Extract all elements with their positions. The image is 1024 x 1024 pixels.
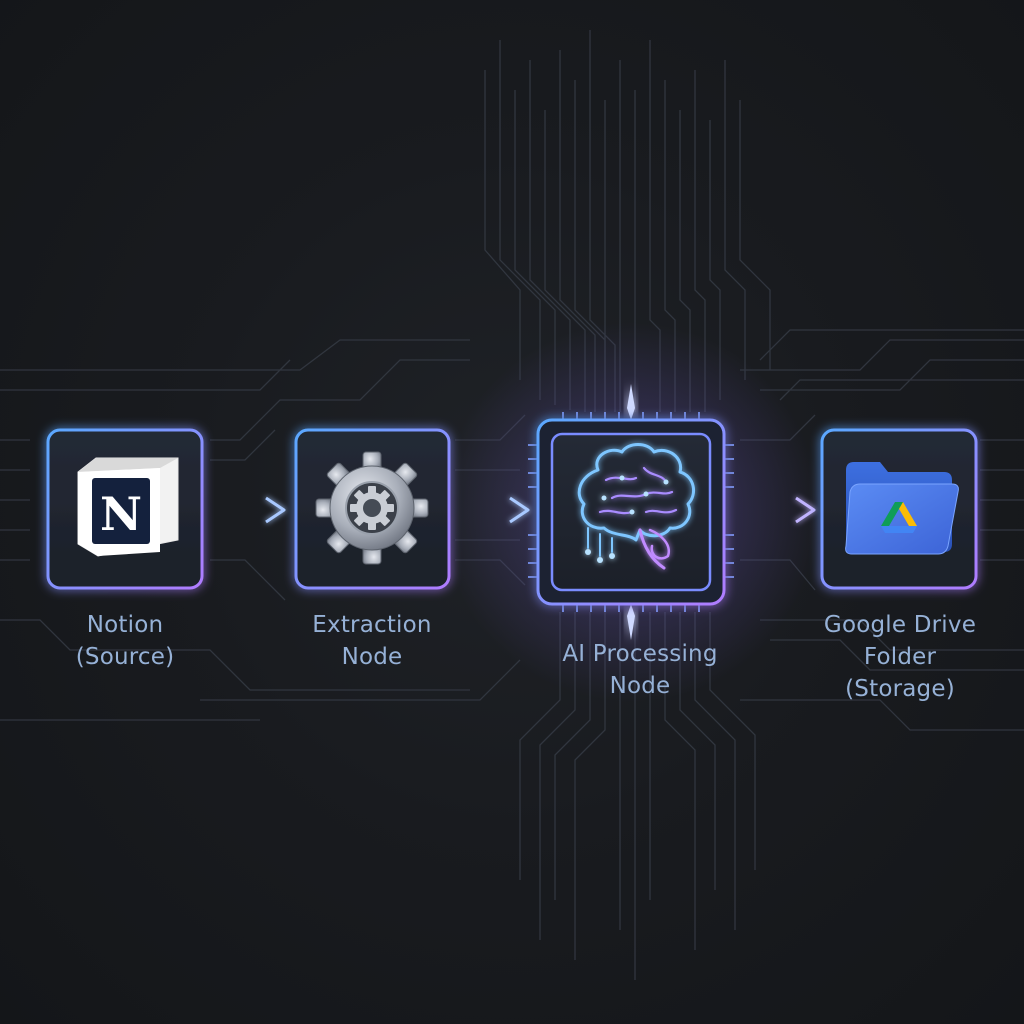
node-ai-processing[interactable] <box>528 384 734 640</box>
node-label-line: Node <box>609 673 671 699</box>
arrow-extraction-to-ai <box>451 496 530 524</box>
node-label-google-drive: Google Drive Folder (Storage) <box>790 609 1010 705</box>
arrow-ai-to-drive <box>734 496 816 524</box>
star-flare-top <box>627 384 635 420</box>
arrow-notion-to-extraction <box>204 496 286 524</box>
star-flare-bottom <box>627 604 635 640</box>
node-extraction[interactable] <box>294 428 451 590</box>
node-label-ai-processing: AI Processing Node <box>520 638 760 702</box>
node-label-extraction: Extraction Node <box>287 609 457 673</box>
node-label-line: Notion <box>86 612 164 638</box>
node-google-drive[interactable] <box>820 428 978 590</box>
node-label-line: (Source) <box>75 644 175 670</box>
brain-icon <box>577 443 696 570</box>
svg-text:N: N <box>100 487 142 541</box>
notion-logo-icon: N <box>77 457 179 557</box>
google-drive-folder-icon <box>845 462 959 555</box>
chip-pins <box>528 412 734 612</box>
node-label-line: Folder <box>863 644 937 670</box>
node-label-line: Node <box>341 644 403 670</box>
connector-arrows <box>204 496 816 524</box>
node-notion[interactable]: N <box>46 428 204 590</box>
node-label-line: Google Drive <box>823 612 977 638</box>
node-label-line: (Storage) <box>845 676 955 702</box>
google-drive-logo-icon <box>881 502 917 533</box>
node-label-line: Extraction <box>312 612 432 638</box>
node-label-notion: Notion (Source) <box>40 609 210 673</box>
node-label-line: AI Processing <box>562 641 718 667</box>
gear-icon <box>315 451 429 565</box>
